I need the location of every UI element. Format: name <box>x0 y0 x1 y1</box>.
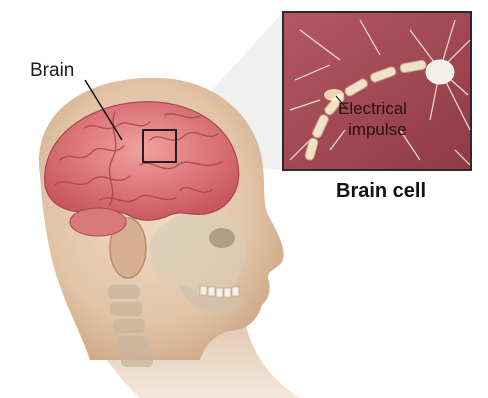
teeth <box>200 286 239 297</box>
brain-cell-inset <box>283 12 471 170</box>
electrical-impulse-line2: impulse <box>338 119 407 140</box>
cerebellum <box>70 208 126 236</box>
brain-cell-caption: Brain cell <box>336 180 426 203</box>
eye-socket <box>209 228 235 248</box>
neuron-cell-body <box>426 60 454 84</box>
electrical-impulse-line1: Electrical <box>338 98 407 119</box>
electrical-impulse-label: Electrical impulse <box>338 98 407 140</box>
brain-label: Brain <box>30 60 74 82</box>
